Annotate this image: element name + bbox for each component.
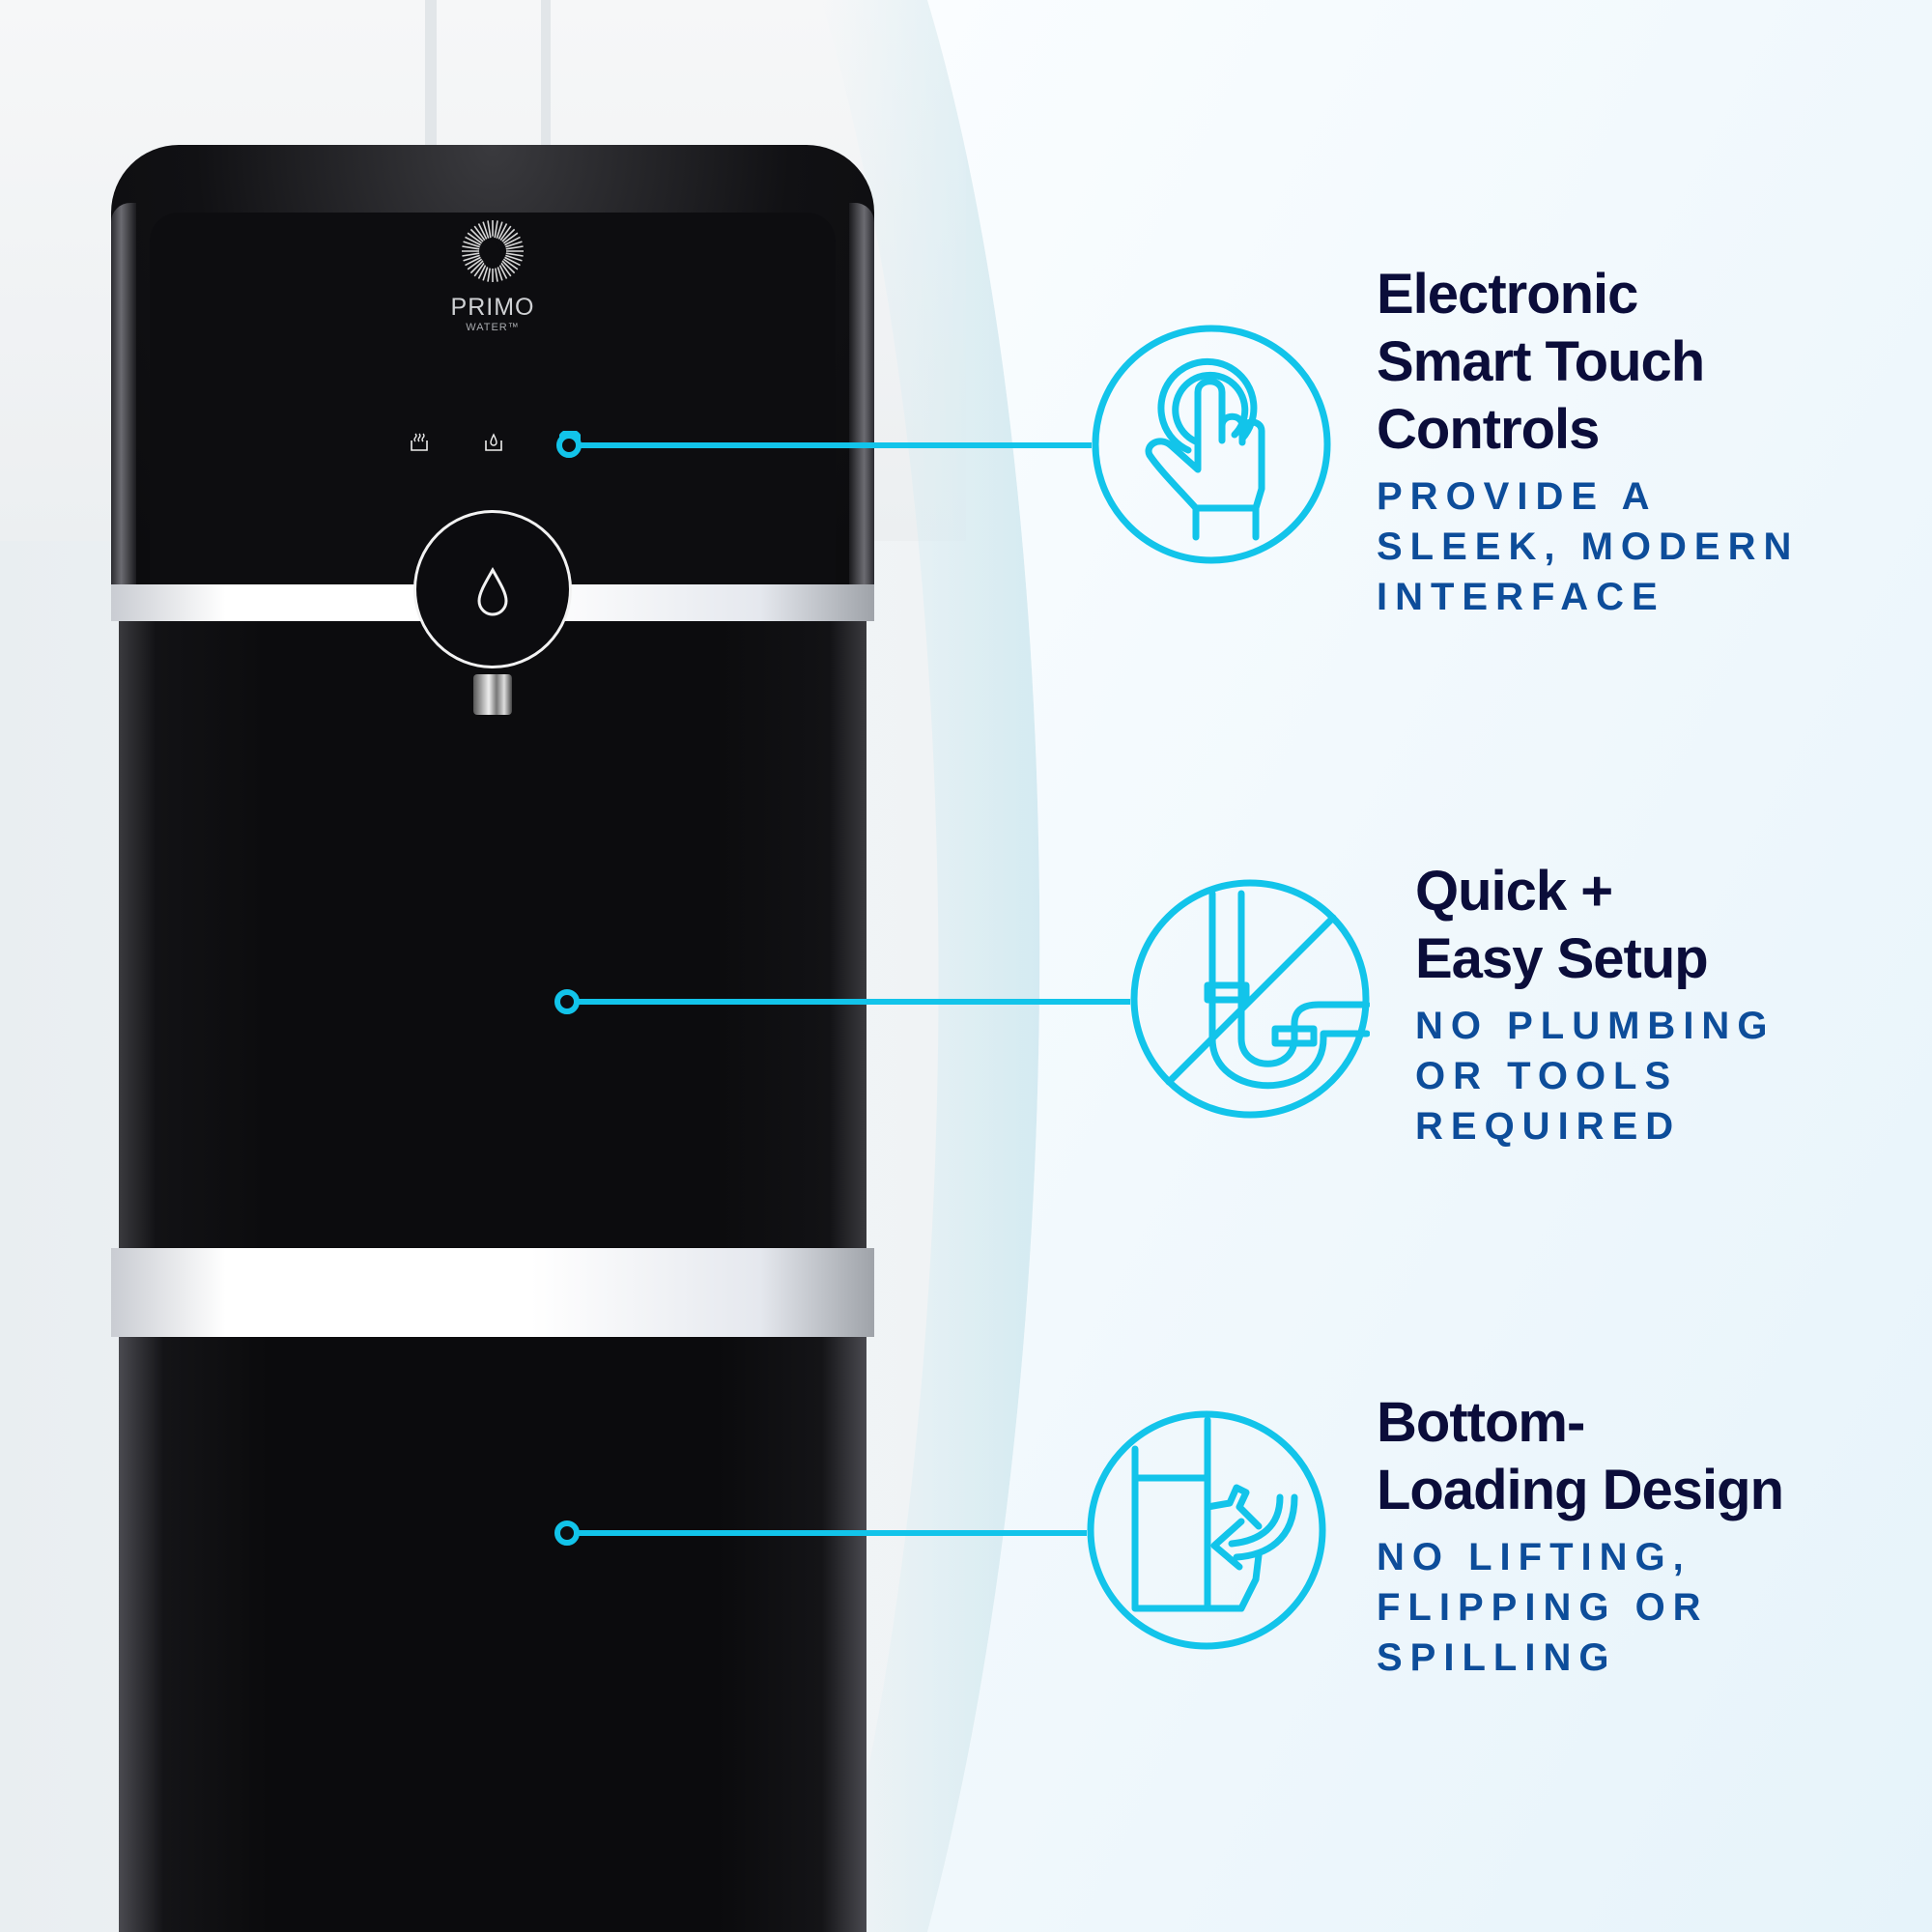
steaming-cup-icon	[411, 433, 428, 451]
feature-bottom-loading: Bottom- Loading Design NO LIFTING, FLIPP…	[1377, 1389, 1784, 1683]
feature-smart-touch: Electronic Smart Touch Controls PROVIDE …	[1377, 261, 1799, 622]
sunburst-drop-icon	[462, 220, 524, 282]
feature-easy-setup: Quick + Easy Setup NO PLUMBING OR TOOLS …	[1415, 858, 1775, 1151]
lower-chrome-band	[111, 1248, 874, 1337]
brand-subtitle: WATER™	[466, 322, 520, 333]
water-drop-icon	[477, 566, 508, 616]
bottom-loading-icon	[1087, 1410, 1326, 1650]
connector-line-controls	[575, 442, 1092, 448]
connector-line-setup	[575, 999, 1130, 1005]
connector-dot-setup	[554, 989, 580, 1014]
primo-logo: PRIMO WATER™	[444, 217, 541, 333]
connector-dot-controls	[556, 433, 582, 458]
feature-title: Electronic Smart Touch Controls	[1377, 263, 1705, 461]
dispenser-middle-panel	[119, 621, 867, 1249]
feature-description: NO PLUMBING OR TOOLS REQUIRED	[1415, 1005, 1776, 1148]
touch-hand-icon	[1092, 325, 1331, 564]
brand-name: PRIMO	[450, 294, 535, 321]
droplet-cup-icon	[485, 433, 502, 451]
dispense-button[interactable]	[413, 510, 572, 668]
feature-title: Bottom- Loading Design	[1377, 1391, 1784, 1521]
hot-water-button[interactable]	[409, 431, 430, 452]
no-plumbing-icon	[1130, 879, 1370, 1119]
water-dispenser: PRIMO WATER™	[111, 145, 874, 1932]
feature-title: Quick + Easy Setup	[1415, 860, 1709, 990]
connector-line-bottom-loading	[575, 1530, 1087, 1536]
room-temp-button[interactable]	[483, 431, 504, 452]
connector-dot-bottom-loading	[554, 1520, 580, 1546]
feature-description: PROVIDE A SLEEK, MODERN INTERFACE	[1377, 475, 1800, 618]
feature-description: NO LIFTING, FLIPPING OR SPILLING	[1377, 1536, 1709, 1679]
water-spout	[473, 674, 512, 715]
bottom-loading-cabinet[interactable]	[119, 1337, 867, 1932]
